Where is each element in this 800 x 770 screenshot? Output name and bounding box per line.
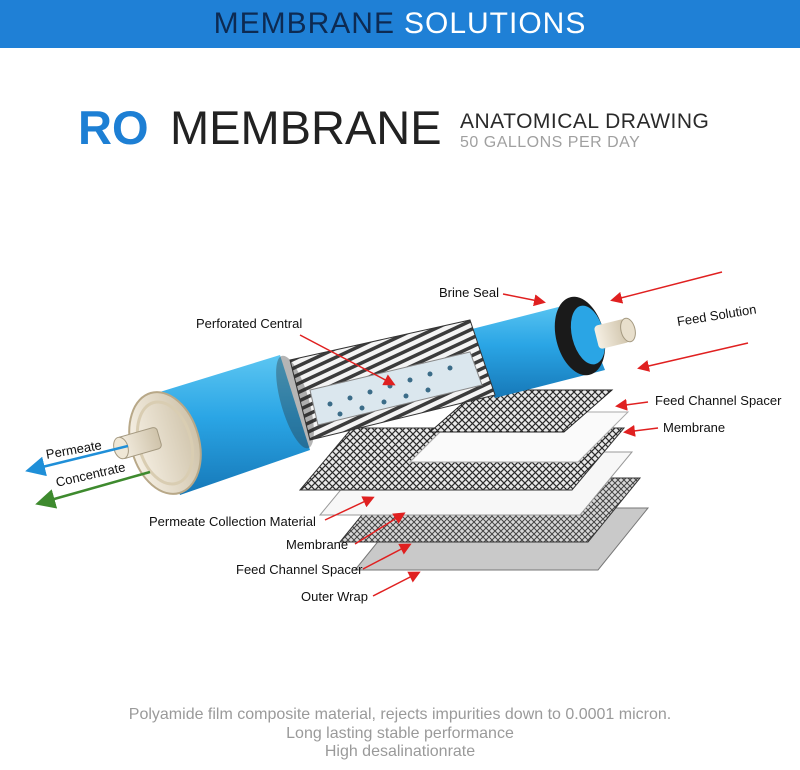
feed-solution-leader-top xyxy=(610,271,723,304)
banner-word-membrane: MEMBRANE xyxy=(213,7,395,40)
label-membrane-left: Membrane xyxy=(286,537,349,552)
outer-wrap-leader xyxy=(372,571,421,597)
brine-seal-leader xyxy=(502,293,546,307)
feed-channel-spacer-upper-sheet xyxy=(428,389,614,433)
heading-ro: RO xyxy=(78,101,149,154)
permeate-collection-leader xyxy=(324,496,375,521)
heading-membrane: MEMBRANE xyxy=(170,101,442,154)
feed-channel-spacer-left-leader xyxy=(362,543,412,570)
perforated-tube-holes xyxy=(327,365,453,417)
permeate-arrow xyxy=(25,444,129,477)
concentrate-arrow xyxy=(35,470,151,509)
membrane-left-leader xyxy=(354,512,406,545)
footer-line-performance: Long lasting stable performance xyxy=(286,725,514,742)
perforated-central-leader xyxy=(299,334,396,386)
feed-solution-leader-bottom xyxy=(637,342,749,372)
heading-capacity: 50 GALLONS PER DAY xyxy=(460,134,641,151)
label-perforated-central: Perforated Central xyxy=(196,316,303,331)
label-feed-channel-spacer-right: Feed Channel Spacer xyxy=(655,393,782,408)
footer-line-material: Polyamide film composite material, rejec… xyxy=(128,706,672,723)
banner-word-solutions: SOLUTIONS xyxy=(403,7,587,40)
label-membrane-right: Membrane xyxy=(663,420,726,435)
label-outer-wrap: Outer Wrap xyxy=(301,589,368,604)
feed-channel-spacer-right-leader xyxy=(615,398,649,411)
page-heading: RO MEMBRANE ANATOMICAL DRAWING 50 GALLON… xyxy=(0,100,800,160)
label-brine-seal: Brine Seal xyxy=(439,285,499,300)
heading-anatomical-drawing: ANATOMICAL DRAWING xyxy=(460,110,710,133)
top-banner: MEMBRANE SOLUTIONS xyxy=(0,0,800,48)
label-permeate-collection-material: Permeate Collection Material xyxy=(149,514,316,529)
leader-arrows xyxy=(299,271,749,597)
membrane-housing-left xyxy=(113,355,314,495)
footer-line-desalination: High desalinationrate xyxy=(324,743,476,760)
label-feed-channel-spacer-left: Feed Channel Spacer xyxy=(236,562,363,577)
flow-arrows xyxy=(25,444,151,509)
membrane-housing-right xyxy=(468,296,636,398)
membrane-right-leader xyxy=(623,424,659,437)
